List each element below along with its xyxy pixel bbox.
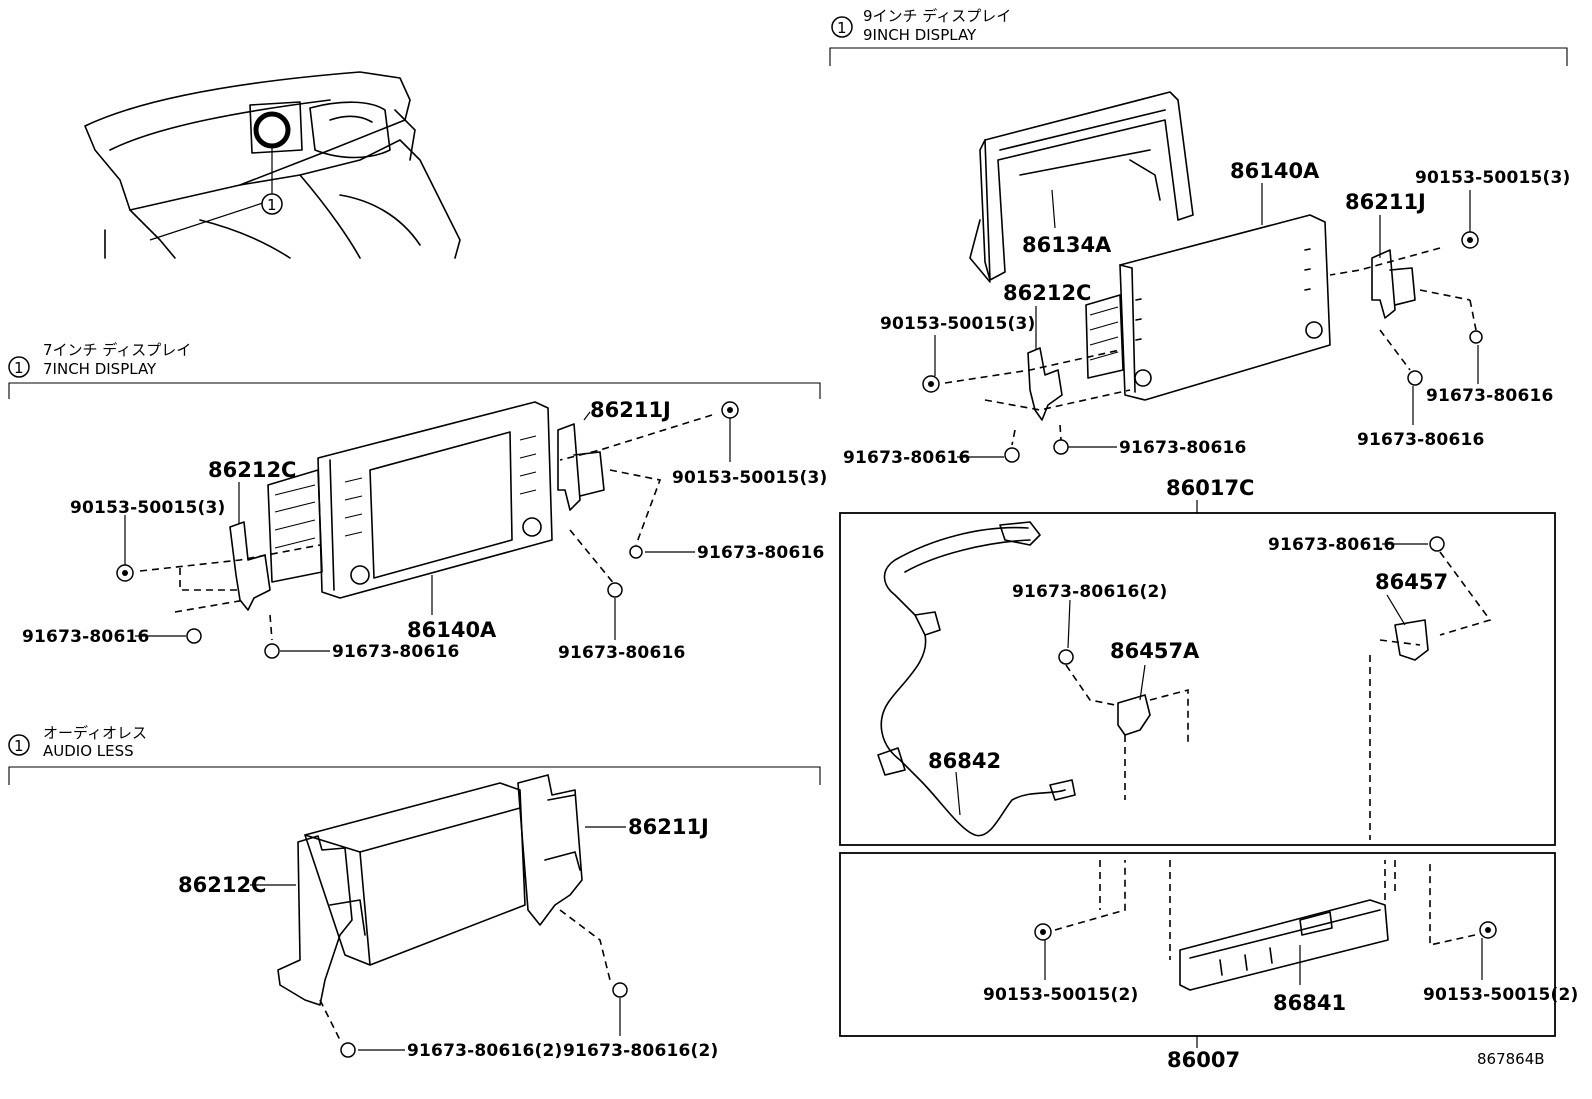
label-7inch-screw-left: 91673-80616 xyxy=(22,627,150,647)
label-86457: 86457 xyxy=(1375,570,1448,594)
label-audioless-screw-right: 91673-80616(2) xyxy=(563,1041,719,1061)
label-86007: 86007 xyxy=(1167,1048,1240,1072)
section-9inch-marker: 1 xyxy=(837,19,847,37)
section-7inch-display: 1 7インチ ディスプレイ 7INCH DISPLAY xyxy=(8,341,828,663)
fasteners-kit xyxy=(1058,536,1445,665)
label-7inch-screw-right: 91673-80616 xyxy=(697,543,825,563)
part-86134A-bezel-frame xyxy=(969,91,1194,283)
section-7inch-title-ja: 7インチ ディスプレイ xyxy=(43,341,191,359)
section-audioless-title-en: AUDIO LESS xyxy=(43,742,134,760)
label-9inch-screw-bottom-left: 91673-80616 xyxy=(843,448,971,468)
label-86017C: 86017C xyxy=(1166,476,1254,500)
label-7inch-86140A: 86140A xyxy=(407,618,497,642)
part-86457A-holder xyxy=(1117,694,1151,736)
section-audioless-bracket xyxy=(8,766,821,785)
dashboard-overview: 1 xyxy=(84,71,461,259)
label-7inch-screw-bottom: 91673-80616 xyxy=(332,642,460,662)
part-86140A-7inch-display xyxy=(267,401,553,599)
overview-marker: 1 xyxy=(267,196,277,214)
figure-id: 867864B xyxy=(1477,1050,1545,1068)
section-9inch-title-en: 9INCH DISPLAY xyxy=(863,26,977,44)
part-86841-module xyxy=(1179,899,1389,991)
fasteners-86007 xyxy=(1034,921,1497,941)
section-9inch-title-ja: 9インチ ディスプレイ xyxy=(863,7,1011,25)
label-7inch-bolt-right: 90153-50015(3) xyxy=(672,468,828,488)
box-86017C xyxy=(839,512,1556,846)
label-kit-screw-2: 91673-80616(2) xyxy=(1012,582,1168,602)
label-86457A: 86457A xyxy=(1110,639,1200,663)
label-7inch-screw-right-bottom: 91673-80616 xyxy=(558,643,686,663)
label-7inch-86211J: 86211J xyxy=(590,398,671,422)
section-audioless-title-ja: オーディオレス xyxy=(43,724,147,742)
part-86211J-9inch-bracket xyxy=(1371,249,1416,319)
section-86017C-kit: 86017C 91673-80616(2) 86457A 86457 91673… xyxy=(839,476,1556,846)
label-audioless-86212C: 86212C xyxy=(178,873,266,897)
audioless-pocket-box xyxy=(304,782,526,966)
label-86842: 86842 xyxy=(928,749,1001,773)
part-86211J-audioless-bracket xyxy=(517,774,583,926)
section-9inch-display: 1 9インチ ディスプレイ 9INCH DISPLAY xyxy=(829,7,1571,468)
part-86212C-audioless-bracket xyxy=(277,835,366,1006)
label-audioless-86211J: 86211J xyxy=(628,815,709,839)
label-9inch-86212C: 86212C xyxy=(1003,281,1091,305)
part-86457-holder xyxy=(1394,619,1429,661)
label-9inch-86211J: 86211J xyxy=(1345,190,1426,214)
part-86211J-7inch-bracket xyxy=(557,423,605,511)
label-9inch-screw-right-2: 91673-80616 xyxy=(1357,430,1485,450)
label-audioless-screw-bottom: 91673-80616(2) xyxy=(407,1041,563,1061)
part-86842-harness xyxy=(877,521,1076,837)
part-86212C-9inch-bracket xyxy=(1027,347,1063,421)
section-audio-less: 1 オーディオレス AUDIO LESS 86211J 86212C 91673… xyxy=(8,724,821,1061)
box-86007 xyxy=(839,852,1556,1037)
label-9inch-screw-bottom-mid: 91673-80616 xyxy=(1119,438,1247,458)
section-7inch-title-en: 7INCH DISPLAY xyxy=(43,360,157,378)
label-9inch-bolt-left: 90153-50015(3) xyxy=(880,314,1036,334)
label-7inch-bolt-left: 90153-50015(3) xyxy=(70,498,226,518)
section-7inch-bracket xyxy=(8,382,821,399)
label-kit-screw-1: 91673-80616 xyxy=(1268,535,1396,555)
fasteners-9inch xyxy=(922,231,1483,463)
label-9inch-86140A: 86140A xyxy=(1230,159,1320,183)
fasteners-audioless xyxy=(340,982,628,1058)
fasteners-7inch xyxy=(116,401,739,659)
label-7inch-86212C: 86212C xyxy=(208,458,296,482)
section-86007: 90153-50015(2) 90153-50015(2) 86841 8600… xyxy=(839,852,1579,1072)
label-9inch-screw-right-1: 91673-80616 xyxy=(1426,386,1554,406)
section-7inch-marker: 1 xyxy=(14,359,24,377)
label-9inch-86134A: 86134A xyxy=(1022,233,1112,257)
label-86007-bolt-right: 90153-50015(2) xyxy=(1423,985,1579,1005)
part-86140A-9inch-display xyxy=(1085,214,1331,401)
label-86007-bolt-left: 90153-50015(2) xyxy=(983,985,1139,1005)
part-86212C-7inch-bracket xyxy=(229,521,271,611)
section-audioless-marker: 1 xyxy=(14,737,24,755)
label-9inch-bolt-right: 90153-50015(3) xyxy=(1415,168,1571,188)
section-9inch-bracket xyxy=(829,47,1568,66)
label-86841: 86841 xyxy=(1273,991,1346,1015)
